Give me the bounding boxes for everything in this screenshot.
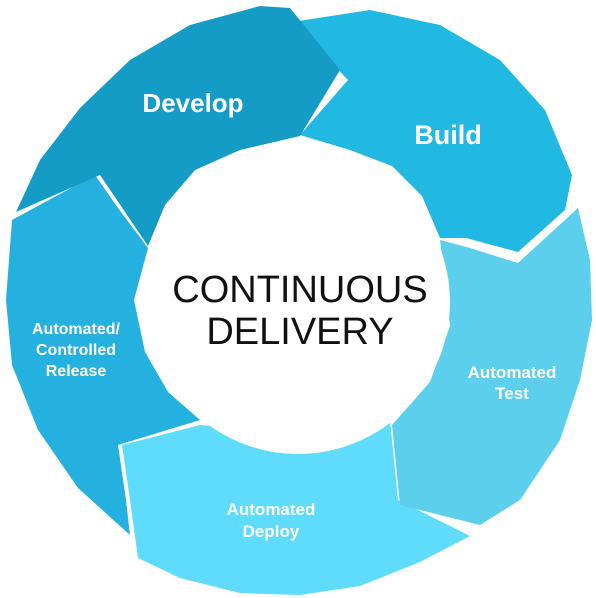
stage-label-release-line-1: Automated/ [32, 321, 121, 338]
stage-label-release-line-2: Controlled [36, 342, 116, 359]
center-circle [146, 150, 450, 454]
stage-label-automated-deploy-line-2: Deploy [243, 522, 300, 541]
stage-label-release-line-3: Release [46, 363, 107, 380]
stage-segment-automated-deploy [122, 415, 470, 595]
stage-segment-develop [16, 6, 340, 246]
center-title-line-2: DELIVERY [206, 311, 393, 353]
stage-segment-build [292, 10, 572, 252]
stage-segment-automated-controlled-release [6, 175, 200, 535]
stage-label-build: Build [414, 120, 482, 150]
center-title-line-1: CONTINUOUS [172, 269, 427, 311]
stage-label-automated-test-line-1: Automated [468, 363, 557, 382]
stage-label-automated-deploy-line-1: Automated [227, 500, 316, 519]
stage-segment-automated-test [392, 208, 592, 525]
stage-label-develop: Develop [142, 88, 243, 118]
stage-label-automated-test-line-2: Test [495, 384, 529, 403]
